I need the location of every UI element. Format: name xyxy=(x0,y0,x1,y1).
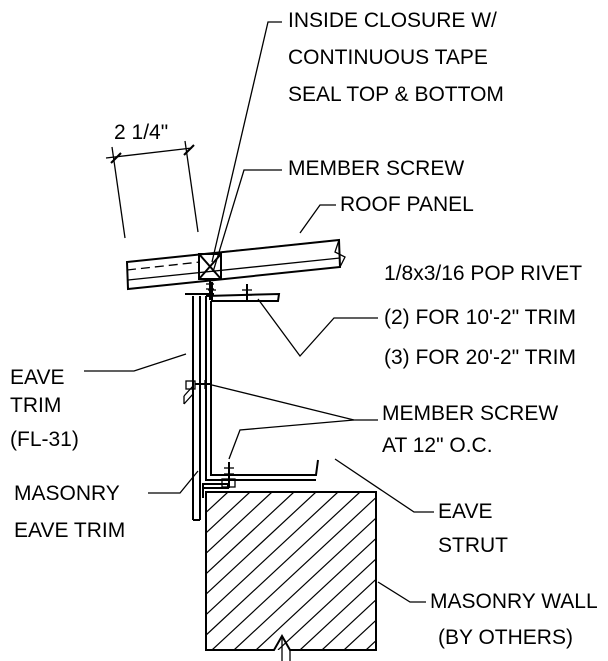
member-screw-side xyxy=(185,380,212,390)
member-screw-bottom xyxy=(221,462,236,488)
masonry-eave-trim-label-1: MASONRY xyxy=(14,482,120,505)
pop-rivet-label-3: (3) FOR 20'-2" TRIM xyxy=(384,346,576,369)
masonry-hatch-line xyxy=(206,492,207,493)
roof-panel xyxy=(125,238,346,291)
inside-closure-label-1: INSIDE CLOSURE W/ xyxy=(288,9,497,32)
masonry-hatch-line xyxy=(206,492,229,514)
masonry-hatch-line xyxy=(206,492,361,636)
masonry-hatch-line xyxy=(206,492,317,596)
masonry-hatch-line xyxy=(255,537,376,650)
masonry-hatch-line xyxy=(206,492,251,534)
eave-trim-label-3: (FL-31) xyxy=(10,428,79,451)
eave-trim-label-2: TRIM xyxy=(10,394,61,417)
masonry-hatch-line xyxy=(233,517,376,650)
pop-rivet-2 xyxy=(242,284,252,302)
masonry-hatch-line xyxy=(321,598,376,650)
inside-closure-label-3: SEAL TOP & BOTTOM xyxy=(288,83,504,106)
member-screw-top-label: MEMBER SCREW xyxy=(288,157,464,180)
eave-trim-label-1: EAVE xyxy=(10,366,64,389)
dimension-label: 2 1/4" xyxy=(114,121,168,144)
pop-rivet-label-2: (2) FOR 10'-2" TRIM xyxy=(384,306,576,329)
roof-panel-label: ROOF PANEL xyxy=(340,193,474,216)
masonry-wall xyxy=(205,491,377,661)
masonry-hatch-line xyxy=(206,492,339,616)
masonry-hatch-line xyxy=(206,492,273,555)
masonry-eave-trim-label-2: EAVE TRIM xyxy=(14,519,125,542)
masonry-hatch-line xyxy=(299,578,376,650)
eave-trim-fl31 xyxy=(183,293,214,521)
pop-rivet-1 xyxy=(208,282,216,302)
pop-rivet-label-1: 1/8x3/16 POP RIVET xyxy=(384,262,582,285)
masonry-hatch-line xyxy=(343,619,376,650)
eave-strut-label-2: STRUT xyxy=(438,534,508,557)
masonry-wall-label-1: MASONRY WALL xyxy=(430,590,598,613)
member-screw-oc-label-2: AT 12" O.C. xyxy=(382,434,493,457)
member-screw-oc-label-1: MEMBER SCREW xyxy=(382,402,558,425)
leader-lines xyxy=(84,21,434,603)
masonry-hatch-line xyxy=(206,492,295,575)
masonry-hatch-line xyxy=(211,496,376,650)
eave-strut-label-1: EAVE xyxy=(438,500,492,523)
inside-closure-label-2: CONTINUOUS TAPE xyxy=(288,46,488,69)
masonry-hatch-line xyxy=(277,558,376,650)
dimension-2-1-4 xyxy=(105,140,199,239)
masonry-wall-label-2: (BY OTHERS) xyxy=(438,626,573,649)
